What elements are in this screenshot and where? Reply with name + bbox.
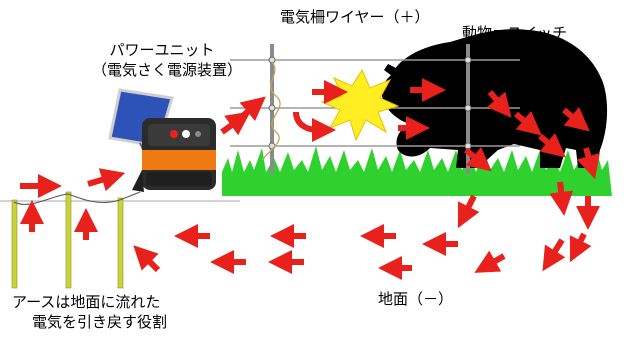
arrow xyxy=(293,111,336,142)
arrow xyxy=(542,238,566,272)
arrow xyxy=(238,96,266,122)
power-unit-label-line1: パワーユニット xyxy=(109,41,215,59)
arrow xyxy=(464,146,492,172)
arrow xyxy=(486,90,512,118)
arrow xyxy=(549,181,574,216)
fence-posts xyxy=(268,44,472,174)
arrow xyxy=(576,147,600,180)
current-arrows xyxy=(20,78,600,280)
wire-label: 電気柵ワイヤー（＋） xyxy=(280,8,430,26)
ground-label: 地面（－） xyxy=(378,290,454,308)
grass xyxy=(222,146,612,196)
earth-label-line1: アースは地面に流れた xyxy=(12,293,161,311)
power-unit-label: パワーユニット （電気さく電源装置） xyxy=(92,40,243,80)
arrow xyxy=(538,132,566,158)
arrow xyxy=(457,194,480,229)
arrow xyxy=(133,245,161,273)
arrow xyxy=(474,250,506,273)
connector-wire xyxy=(261,61,281,161)
earth-label: アースは地面に流れた 電気を引き戻す役割 xyxy=(12,292,167,332)
arrow xyxy=(569,232,592,263)
arrow xyxy=(514,110,542,136)
earth-rods xyxy=(11,191,141,289)
arrow xyxy=(87,168,126,192)
earth-label-line2: 電気を引き戻す役割 xyxy=(32,313,168,331)
animal-label: 動物＝スイッチ xyxy=(462,24,568,42)
arrow xyxy=(220,111,251,136)
power-unit-icon xyxy=(108,88,216,192)
power-unit-label-line2: （電気さく電源装置） xyxy=(92,61,243,79)
arrow xyxy=(562,106,590,132)
